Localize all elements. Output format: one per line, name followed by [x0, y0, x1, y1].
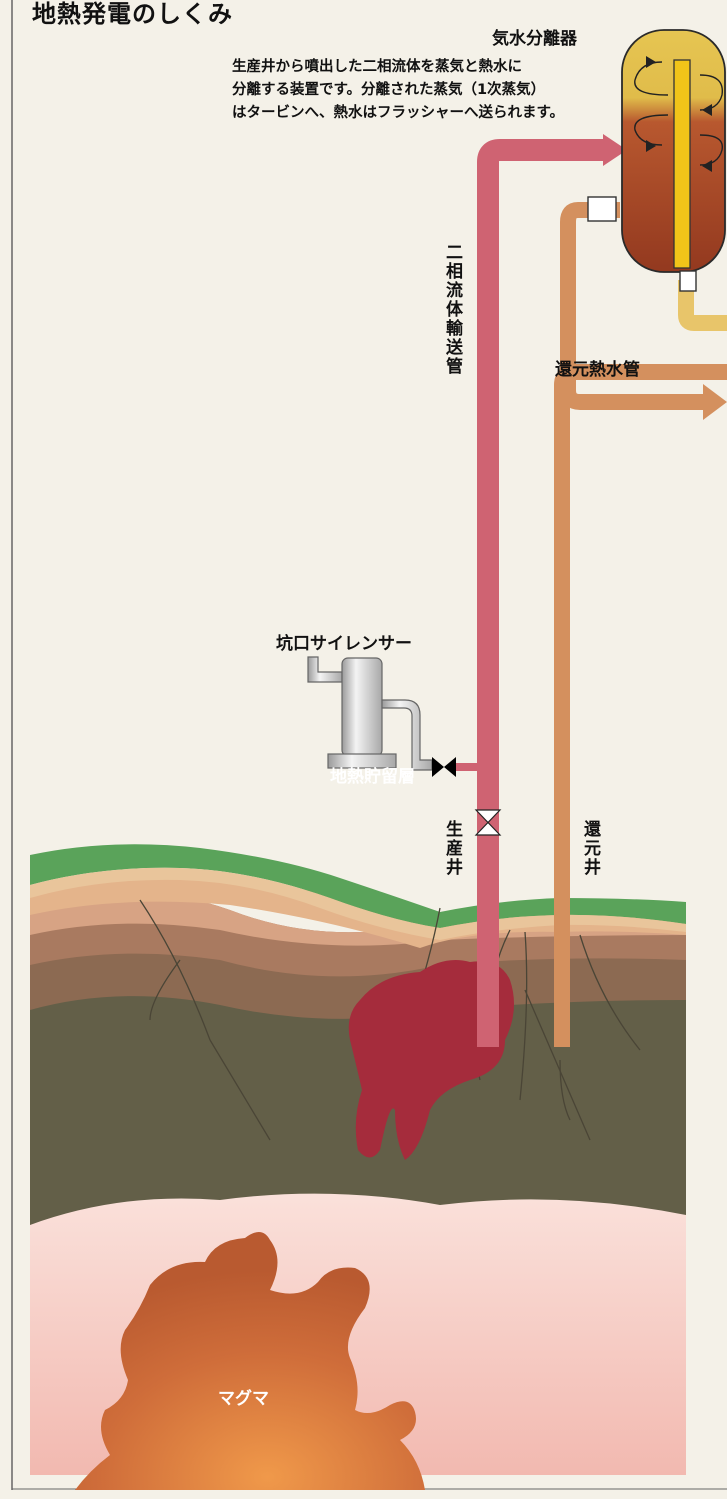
steam-separator [587, 29, 726, 292]
return-pipe-label: 還元熱水管 [555, 360, 640, 380]
magma-shape [75, 1231, 425, 1490]
magma-label: マグマ [218, 1389, 269, 1409]
silencer-label: 坑口サイレンサー [276, 634, 412, 654]
reservoir-shape [348, 959, 514, 1160]
separator-label: 気水分離器 [492, 29, 577, 49]
two-phase-pipe-label: 二相流体輸送管 [442, 243, 462, 376]
separator-description: 生産井から噴出した二相流体を蒸気と熱水に 分離する装置です。分離された蒸気（1次… [232, 56, 564, 125]
description-line: 生産井から噴出した二相流体を蒸気と熱水に [232, 59, 522, 75]
description-line: はタービンへ、熱水はフラッシャーへ送られます。 [232, 105, 565, 121]
reservoir-label: 地熱貯留層 [330, 767, 415, 787]
description-line: 分離する装置です。分離された蒸気（1次蒸気） [232, 82, 546, 98]
wellhead-silencer [307, 656, 456, 777]
reinjection-well-label: 還元井 [580, 820, 600, 877]
return-pipe [554, 202, 727, 1047]
production-valve [474, 809, 502, 836]
production-well-label: 生産井 [442, 820, 462, 877]
steam-pipe [678, 280, 727, 331]
page-title: 地熱発電のしくみ [32, 0, 233, 28]
two-phase-pipe [456, 134, 627, 1047]
